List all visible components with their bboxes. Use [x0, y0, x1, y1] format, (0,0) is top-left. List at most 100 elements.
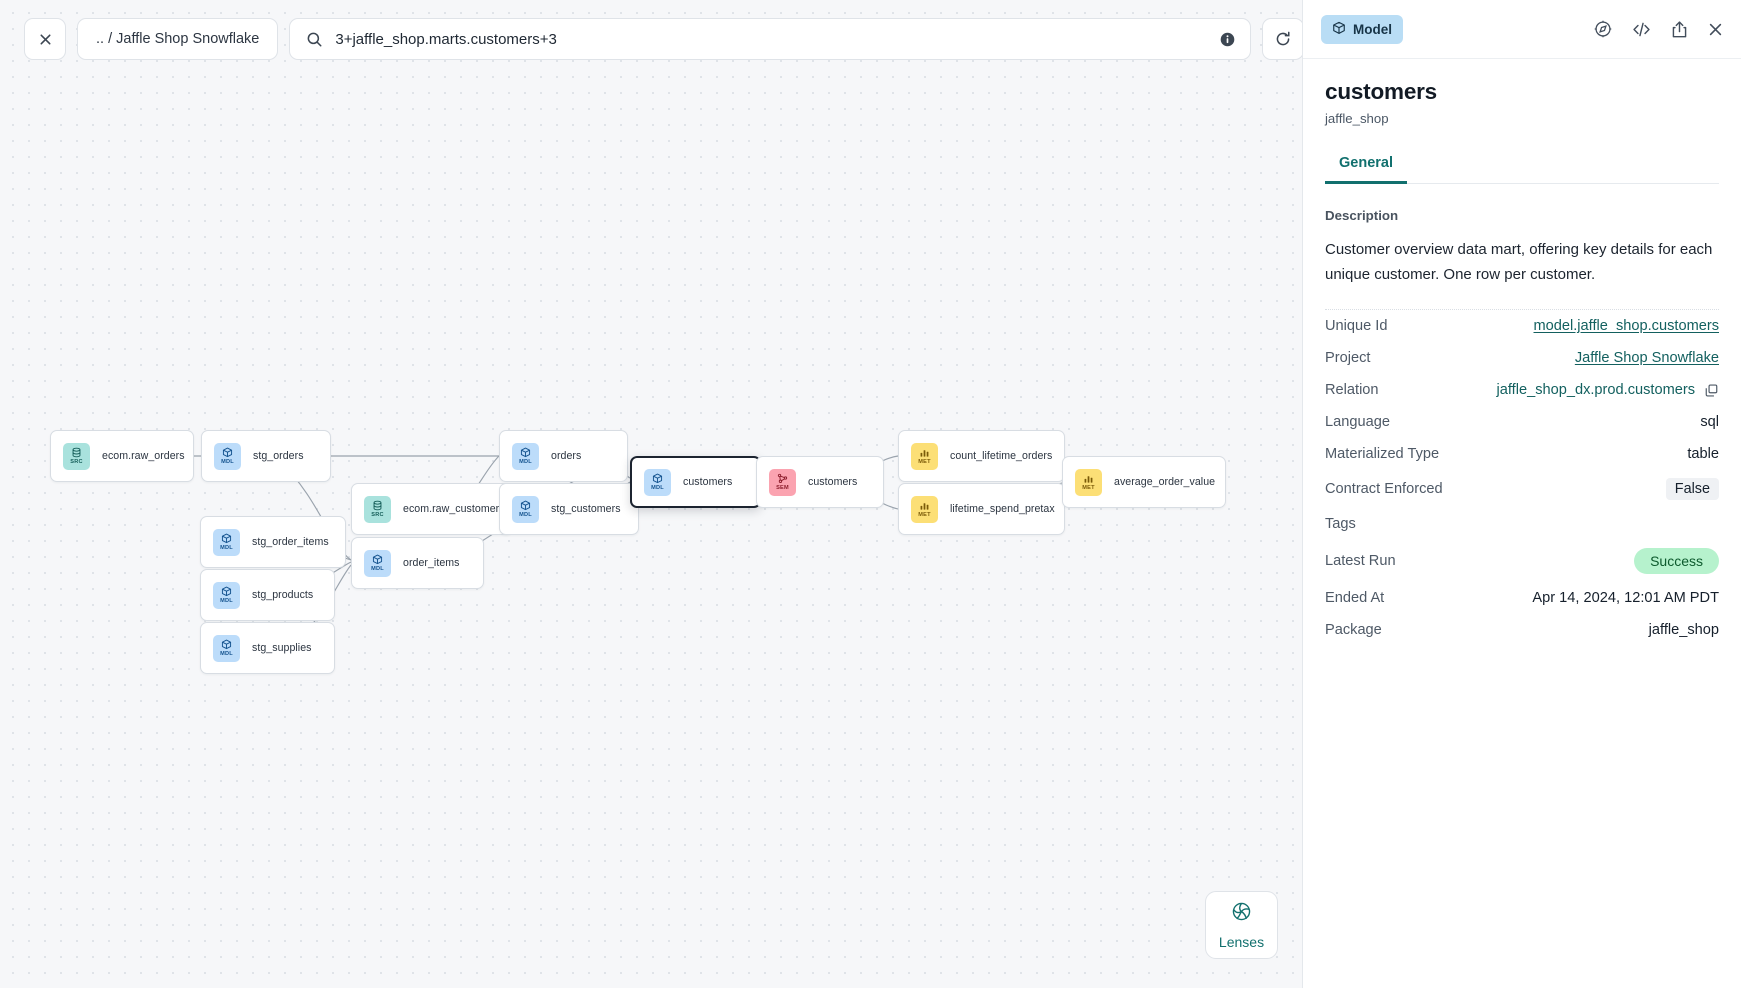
detail-key: Package	[1325, 622, 1382, 638]
graph-node-stg_order_items[interactable]: MDL stg_order_items	[200, 516, 346, 568]
detail-key: Project	[1325, 350, 1371, 366]
search-value: 3+jaffle_shop.marts.customers+3	[335, 30, 557, 48]
detail-key: Language	[1325, 414, 1390, 430]
detail-row: Ended At Apr 14, 2024, 12:01 AM PDT	[1325, 582, 1719, 614]
aperture-icon	[1231, 901, 1252, 927]
node-kind-badge-mdl-icon: MDL	[213, 634, 240, 662]
detail-value-text: table	[1687, 446, 1719, 462]
detail-key: Relation	[1325, 382, 1379, 398]
node-kind-badge-met-icon: MET	[911, 442, 938, 470]
node-kind-badge-met-icon: MET	[911, 495, 938, 523]
detail-value: jaffle_shop	[1649, 622, 1719, 638]
graph-node-label: stg_order_items	[252, 536, 329, 548]
detail-value: Success	[1634, 548, 1719, 574]
node-kind-badge-mdl-icon: MDL	[214, 442, 241, 470]
canvas-toolbar: .. / Jaffle Shop Snowflake 3+jaffle_shop…	[24, 18, 1302, 60]
detail-value: table	[1687, 446, 1719, 462]
graph-node-count_lifetime_orders[interactable]: MET count_lifetime_orders	[898, 430, 1065, 482]
graph-node-label: count_lifetime_orders	[950, 450, 1053, 462]
node-kind-badge-mdl-icon: MDL	[213, 528, 240, 556]
detail-value-link[interactable]: Jaffle Shop Snowflake	[1574, 350, 1719, 366]
graph-node-label: stg_products	[252, 589, 314, 601]
detail-row: Contract Enforced False	[1325, 470, 1719, 508]
node-kind-badge-mdl-icon: MDL	[644, 468, 671, 496]
detail-key: Tags	[1325, 516, 1356, 532]
status-badge: Success	[1634, 548, 1719, 574]
graph-node-label: orders	[551, 450, 582, 462]
code-icon[interactable]	[1631, 19, 1652, 40]
graph-node-label: lifetime_spend_pretax	[950, 503, 1055, 515]
info-icon[interactable]	[1219, 31, 1236, 48]
panel-tabs: General	[1325, 148, 1719, 184]
copy-icon[interactable]	[1704, 383, 1719, 398]
node-kind-badge-src-icon: SRC	[364, 495, 391, 523]
detail-key: Ended At	[1325, 590, 1385, 606]
detail-key: Contract Enforced	[1325, 481, 1443, 497]
node-kind-badge-mdl-icon: MDL	[512, 442, 539, 470]
panel-subtitle: jaffle_shop	[1325, 111, 1389, 126]
node-type-chip[interactable]: Model	[1321, 14, 1403, 44]
detail-row: Latest Run Success	[1325, 540, 1719, 582]
breadcrumb-label: .. / Jaffle Shop Snowflake	[96, 31, 260, 47]
detail-value-link[interactable]: model.jaffle_shop.customers	[1533, 318, 1720, 334]
detail-row: Tags	[1325, 508, 1719, 540]
refresh-button[interactable]	[1262, 18, 1302, 60]
lenses-label: Lenses	[1218, 933, 1265, 950]
graph-node-label: stg_supplies	[252, 642, 312, 654]
graph-node-customers_semantic[interactable]: SEM customers	[756, 456, 884, 508]
panel-header: Model	[1303, 0, 1741, 59]
share-icon[interactable]	[1670, 20, 1689, 39]
detail-row: Project Jaffle Shop Snowflake	[1325, 342, 1719, 374]
panel-body: Description Customer overview data mart,…	[1303, 184, 1741, 988]
detail-value-text: Apr 14, 2024, 12:01 AM PDT	[1532, 590, 1719, 606]
lineage-search-input[interactable]: 3+jaffle_shop.marts.customers+3	[289, 18, 1252, 60]
graph-node-label: ecom.raw_orders	[102, 450, 185, 462]
detail-value: sql	[1700, 414, 1719, 430]
node-kind-badge-sem-icon: SEM	[769, 468, 796, 496]
graph-node-stg_products[interactable]: MDL stg_products	[200, 569, 335, 621]
graph-node-lifetime_spend_pretax[interactable]: MET lifetime_spend_pretax	[898, 483, 1065, 535]
detail-value-text: jaffle_shop	[1648, 622, 1719, 638]
detail-value: False	[1665, 478, 1719, 500]
lenses-button[interactable]: Lenses	[1205, 891, 1278, 959]
node-kind-badge-mdl-icon: MDL	[213, 581, 240, 609]
detail-row: Relation jaffle_shop_dx.prod.customers	[1325, 374, 1719, 406]
graph-node-orders[interactable]: MDL orders	[499, 430, 628, 482]
node-kind-badge-mdl-icon: MDL	[364, 549, 391, 577]
panel-actions	[1593, 19, 1724, 40]
graph-node-stg_supplies[interactable]: MDL stg_supplies	[200, 622, 335, 674]
graph-node-label: customers	[808, 476, 858, 488]
tab-general[interactable]: General	[1325, 148, 1407, 184]
graph-node-ecom_raw_customers[interactable]: SRC ecom.raw_customers	[351, 483, 513, 535]
close-icon[interactable]	[1707, 21, 1724, 38]
node-kind-badge-mdl-icon: MDL	[512, 495, 539, 523]
search-icon	[306, 31, 323, 48]
graph-node-average_order_value[interactable]: MET average_order_value	[1062, 456, 1226, 508]
close-lineage-button[interactable]	[24, 18, 66, 60]
explore-icon[interactable]	[1593, 19, 1613, 39]
detail-row: Package jaffle_shop	[1325, 614, 1719, 646]
detail-row: Language sql	[1325, 406, 1719, 438]
detail-value: Apr 14, 2024, 12:01 AM PDT	[1532, 590, 1719, 606]
description-text: Customer overview data mart, offering ke…	[1325, 241, 1713, 283]
detail-key: Latest Run	[1325, 553, 1396, 569]
graph-node-label: average_order_value	[1114, 476, 1216, 488]
detail-value-chip: False	[1665, 478, 1719, 500]
detail-value: Jaffle Shop Snowflake	[1575, 350, 1719, 366]
description-label: Description	[1325, 208, 1399, 223]
detail-value: jaffle_shop_dx.prod.customers	[1497, 382, 1719, 398]
breadcrumb[interactable]: .. / Jaffle Shop Snowflake	[77, 18, 279, 60]
graph-node-label: ecom.raw_customers	[403, 503, 505, 515]
detail-value: model.jaffle_shop.customers	[1534, 318, 1720, 334]
node-kind-badge-met-icon: MET	[1075, 468, 1102, 496]
